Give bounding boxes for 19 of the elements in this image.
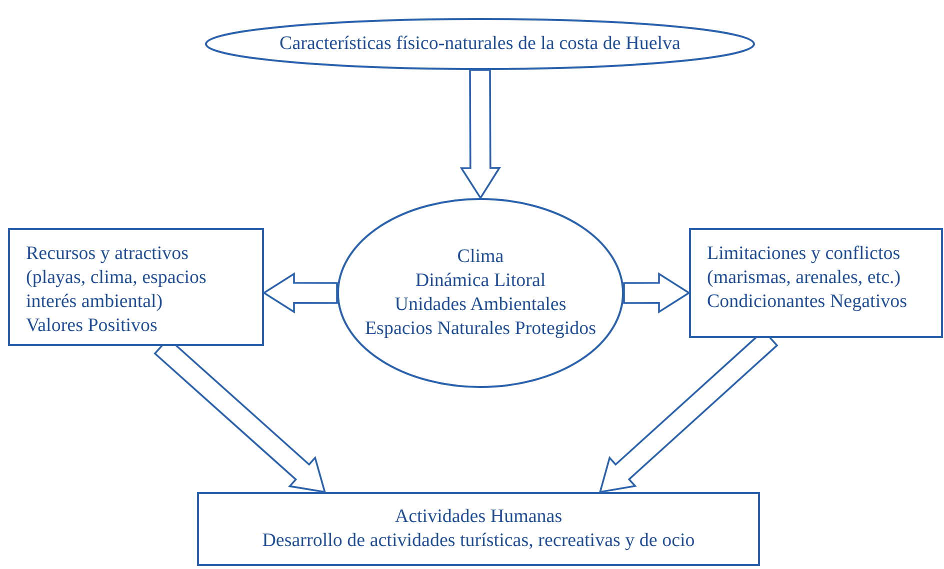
node-text: Clima xyxy=(457,245,504,269)
node-text: Recursos y atractivos (playas, clima, espacios interés ambiental) xyxy=(26,242,208,314)
block-arrow xyxy=(460,69,502,200)
node-text: Condicionantes Negativos xyxy=(707,290,907,314)
rect-node xyxy=(8,228,264,346)
ellipse-node xyxy=(205,18,755,70)
block-arrow xyxy=(262,272,338,314)
node-text: Valores Positivos xyxy=(26,314,158,338)
node-text: Características físico-naturales de la costa de Huelva xyxy=(280,32,680,56)
node-text: Limitaciones y conflictos (marismas, arenales, etc.) xyxy=(707,242,902,290)
node-text: Espacios Naturales Protegidos xyxy=(364,317,596,341)
rect-node xyxy=(197,492,760,566)
block-arrow xyxy=(623,272,691,314)
rect-node xyxy=(689,228,943,338)
ellipse-node xyxy=(337,198,624,388)
node-text: Dinámica Litoral xyxy=(415,269,546,293)
node-text: Unidades Ambientales xyxy=(394,293,566,317)
node-text: Desarrollo de actividades turísticas, recreativas y de ocio xyxy=(262,529,695,553)
node-text: Actividades Humanas xyxy=(394,505,562,529)
